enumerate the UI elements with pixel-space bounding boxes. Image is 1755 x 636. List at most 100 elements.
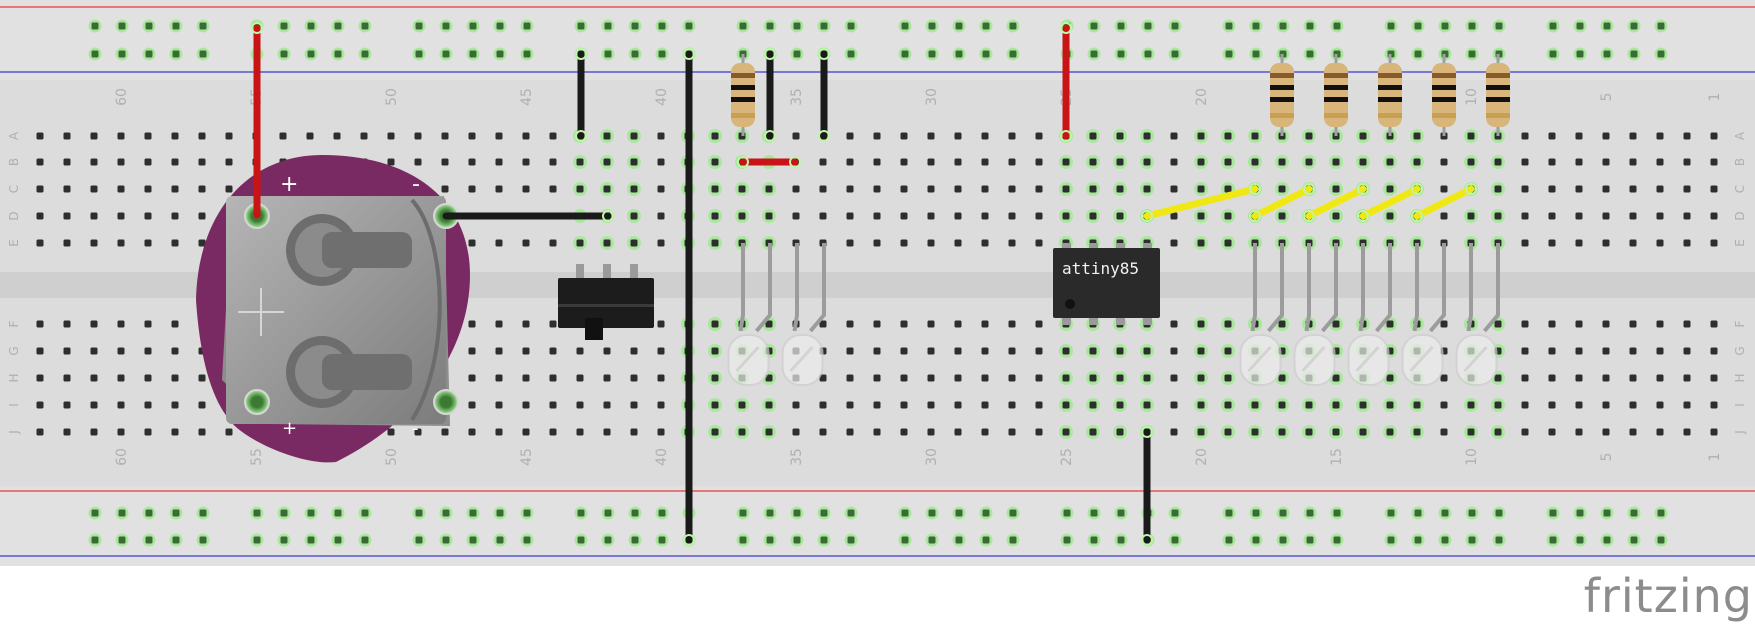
rail-hole: [847, 22, 855, 30]
breadboard-hole: [603, 374, 611, 382]
resistor[interactable]: [731, 54, 755, 136]
slide-switch[interactable]: [558, 264, 654, 340]
breadboard-hole: [981, 428, 989, 436]
breadboard-hole: [144, 212, 152, 220]
rail-hole: [172, 509, 180, 517]
rail-hole: [1387, 22, 1395, 30]
breadboard-hole: [144, 239, 152, 247]
breadboard-hole: [846, 428, 854, 436]
breadboard-hole: [657, 374, 665, 382]
watermark-text: fritzing: [1583, 569, 1753, 623]
rail-hole: [901, 536, 909, 544]
led-clear[interactable]: [1401, 243, 1446, 386]
rail-hole: [1117, 50, 1125, 58]
wire-yellow-2[interactable]: [1251, 185, 1313, 220]
led-clear[interactable]: [1239, 243, 1284, 386]
battery-pad-plus-bottom[interactable]: [244, 389, 270, 415]
led-clear[interactable]: [781, 243, 826, 386]
column-label: 10: [1464, 448, 1480, 466]
breadboard-hole: [522, 320, 530, 328]
breadboard-hole: [1170, 158, 1178, 166]
breadboard-hole: [819, 158, 827, 166]
rail-hole: [307, 536, 315, 544]
breadboard-hole: [1521, 132, 1529, 140]
rail-hole: [604, 50, 612, 58]
led-clear[interactable]: [1293, 243, 1338, 386]
breadboard-hole: [522, 428, 530, 436]
rail-hole: [199, 536, 207, 544]
breadboard-hole: [549, 158, 557, 166]
breadboard-hole: [1683, 347, 1691, 355]
breadboard-hole: [441, 132, 449, 140]
rail-hole: [496, 509, 504, 517]
breadboard-hole: [522, 374, 530, 382]
breadboard-hole: [819, 374, 827, 382]
rail-hole: [901, 509, 909, 517]
breadboard-hole: [1116, 401, 1124, 409]
rail-hole: [658, 50, 666, 58]
breadboard-hole: [1116, 347, 1124, 355]
breadboard-hole: [360, 132, 368, 140]
breadboard-hole: [1521, 347, 1529, 355]
breadboard-hole: [90, 401, 98, 409]
rail-hole: [1630, 22, 1638, 30]
breadboard-hole: [1494, 401, 1502, 409]
rail-hole: [1495, 536, 1503, 544]
breadboard-hole: [900, 132, 908, 140]
wire-end: [575, 48, 587, 60]
column-label: 25: [1059, 448, 1075, 466]
column-label: 50: [384, 88, 400, 106]
resistor[interactable]: [1270, 54, 1294, 136]
rail-hole: [1171, 509, 1179, 517]
rail-hole: [334, 22, 342, 30]
rail-hole: [1252, 50, 1260, 58]
battery-pad-minus-bottom[interactable]: [433, 389, 459, 415]
breadboard-hole: [630, 374, 638, 382]
breadboard-hole: [36, 347, 44, 355]
rail-hole: [1225, 536, 1233, 544]
rail-hole: [1252, 22, 1260, 30]
breadboard-hole: [954, 239, 962, 247]
wire-yellow-3[interactable]: [1305, 185, 1367, 220]
breadboard-hole: [603, 239, 611, 247]
wire-yellow-5[interactable]: [1413, 185, 1475, 220]
breadboard-hole: [819, 320, 827, 328]
breadboard-hole: [927, 401, 935, 409]
breadboard-hole: [846, 320, 854, 328]
breadboard-hole: [1278, 320, 1286, 328]
rail-hole: [1144, 22, 1152, 30]
breadboard-hole: [1440, 401, 1448, 409]
resistor[interactable]: [1378, 54, 1402, 136]
rail-hole: [1009, 509, 1017, 517]
coin-cell-battery-holder[interactable]: + - + -: [196, 155, 470, 463]
led-clear[interactable]: [1455, 243, 1500, 386]
breadboard-hole: [1170, 212, 1178, 220]
breadboard-hole: [1197, 132, 1205, 140]
breadboard-hole: [117, 347, 125, 355]
wire-end: [1249, 210, 1261, 222]
wire-yellow-1[interactable]: [1143, 185, 1259, 220]
breadboard-hole: [846, 212, 854, 220]
column-label: 20: [1194, 448, 1210, 466]
led-clear[interactable]: [727, 243, 772, 386]
led-clear[interactable]: [1347, 243, 1392, 386]
resistor[interactable]: [1486, 54, 1510, 136]
resistor[interactable]: [1324, 54, 1348, 136]
breadboard-hole: [144, 185, 152, 193]
breadboard-hole: [603, 428, 611, 436]
rail-hole: [1333, 509, 1341, 517]
wire-yellow-4[interactable]: [1359, 185, 1421, 220]
rail-hole: [199, 50, 207, 58]
attiny85-chip[interactable]: attiny85: [1053, 248, 1160, 318]
breadboard-hole: [171, 401, 179, 409]
breadboard-hole: [630, 158, 638, 166]
breadboard-hole: [900, 158, 908, 166]
wire-end: [818, 130, 830, 142]
breadboard-hole: [603, 132, 611, 140]
breadboard-hole: [630, 428, 638, 436]
breadboard-hole: [1656, 347, 1664, 355]
breadboard-hole: [1548, 132, 1556, 140]
row-label: B: [7, 158, 21, 166]
resistor[interactable]: [1432, 54, 1456, 136]
breadboard-hole: [468, 347, 476, 355]
